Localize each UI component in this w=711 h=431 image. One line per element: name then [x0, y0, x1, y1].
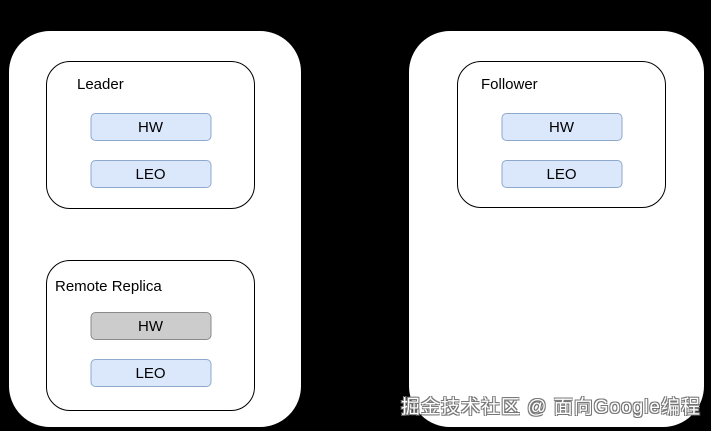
- watermark-text: 掘金技术社区 @ 面向Google编程: [400, 397, 701, 418]
- leader-hw-chip: HW: [90, 113, 211, 141]
- leader-group-title: Leader: [77, 76, 124, 93]
- right-broker-panel: Follower HW LEO: [408, 30, 705, 428]
- remote-replica-group-box: Remote Replica HW LEO: [46, 260, 255, 411]
- follower-leo-chip: LEO: [501, 160, 622, 188]
- follower-hw-chip: HW: [501, 113, 622, 141]
- remote-replica-leo-chip: LEO: [90, 359, 211, 387]
- leader-group-box: Leader HW LEO: [46, 61, 255, 209]
- leader-leo-chip: LEO: [90, 160, 211, 188]
- remote-replica-hw-chip: HW: [90, 312, 211, 340]
- left-broker-panel: Leader HW LEO Remote Replica HW LEO: [8, 30, 302, 428]
- remote-replica-group-title: Remote Replica: [55, 278, 162, 295]
- follower-group-box: Follower HW LEO: [457, 61, 666, 208]
- follower-group-title: Follower: [481, 76, 538, 93]
